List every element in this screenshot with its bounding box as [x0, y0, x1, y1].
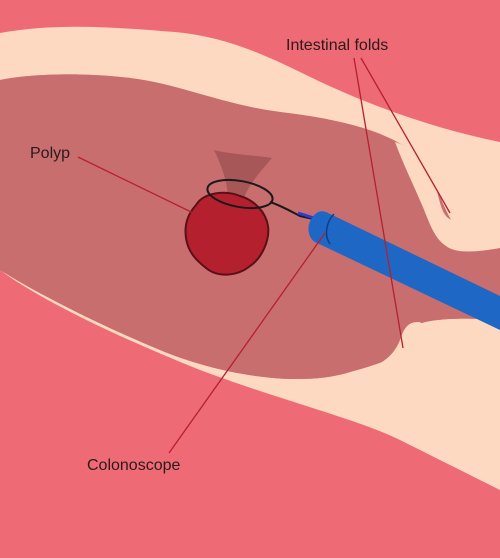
- upper-intestinal-fold: [395, 142, 500, 252]
- lower-mucosa-band: [0, 270, 500, 490]
- snare-sheath: [214, 150, 272, 200]
- snare-loop: [206, 178, 274, 210]
- snare-wire: [269, 201, 319, 221]
- leader-polyp: [77, 156, 223, 228]
- colonoscope-body: [308, 211, 500, 330]
- lower-intestinal-fold: [360, 322, 429, 410]
- polyp-label: Polyp: [30, 145, 71, 162]
- upper-mucosa-band: [0, 26, 500, 248]
- colonoscope-tip-outline: [325, 213, 335, 245]
- colonoscope: [308, 211, 500, 330]
- polyp: [184, 191, 270, 276]
- intestinal-folds-label: Intestinal folds: [286, 37, 389, 54]
- snare-wire-tip: [297, 211, 315, 220]
- leader-fold-lower: [353, 57, 404, 349]
- leader-colonoscope: [168, 232, 326, 454]
- leader-fold-upper: [360, 57, 451, 214]
- colonoscope-label: Colonoscope: [87, 457, 181, 474]
